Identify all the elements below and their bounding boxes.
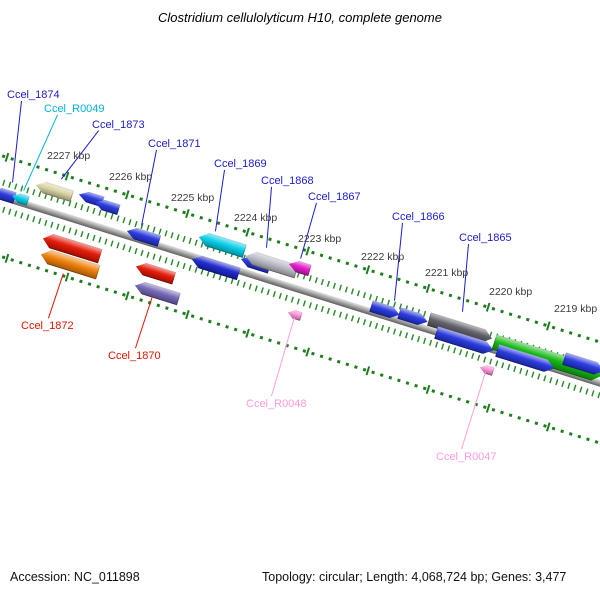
- kbp-tick-label: 2226 kbp: [109, 171, 153, 183]
- gene-label[interactable]: Ccel_1866: [392, 211, 445, 223]
- gene-label[interactable]: Ccel_R0049: [44, 103, 105, 115]
- gene-arrow-shading: [287, 308, 303, 321]
- kbp-tick-label: 2221 kbp: [425, 267, 469, 279]
- kbp-tick-label: 2222 kbp: [361, 251, 405, 263]
- kbp-tick-label: 2227 kbp: [47, 150, 91, 162]
- topology-text: Topology: circular; Length: 4,068,724 bp…: [262, 570, 567, 584]
- kbp-tick-label: 2225 kbp: [171, 192, 215, 204]
- gene-label[interactable]: Ccel_1873: [92, 119, 145, 131]
- gene-label[interactable]: Ccel_1868: [261, 175, 314, 187]
- gene-label[interactable]: Ccel_1869: [214, 158, 267, 170]
- rna-marker-ccel-r0048[interactable]: [287, 308, 303, 321]
- gene-label[interactable]: Ccel_1865: [459, 232, 512, 244]
- label-leader-line: [12, 100, 22, 183]
- gene-label[interactable]: Ccel_1871: [148, 138, 201, 150]
- gene-label[interactable]: Ccel_1867: [308, 191, 361, 203]
- page-title: Clostridium cellulolyticum H10, complete…: [158, 10, 442, 25]
- kbp-tick-label: 2219 kbp: [554, 303, 598, 315]
- kbp-tick-label: 2223 kbp: [298, 233, 342, 245]
- gene-label[interactable]: Ccel_1872: [21, 320, 74, 332]
- label-leader-line: [141, 149, 157, 226]
- status-bar: Accession: NC_011898 Topology: circular;…: [0, 570, 600, 592]
- kbp-tick-label: 2224 kbp: [234, 212, 278, 224]
- kbp-tick-label: 2220 kbp: [489, 286, 533, 298]
- label-leader-line: [271, 317, 295, 397]
- gene-label[interactable]: Ccel_R0048: [246, 398, 307, 410]
- gene-label[interactable]: Ccel_1874: [7, 89, 60, 101]
- gene-label[interactable]: Ccel_R0047: [436, 451, 497, 463]
- gene-label[interactable]: Ccel_1870: [108, 350, 161, 362]
- accession-text: Accession: NC_011898: [10, 570, 140, 584]
- label-leader-line: [48, 273, 64, 319]
